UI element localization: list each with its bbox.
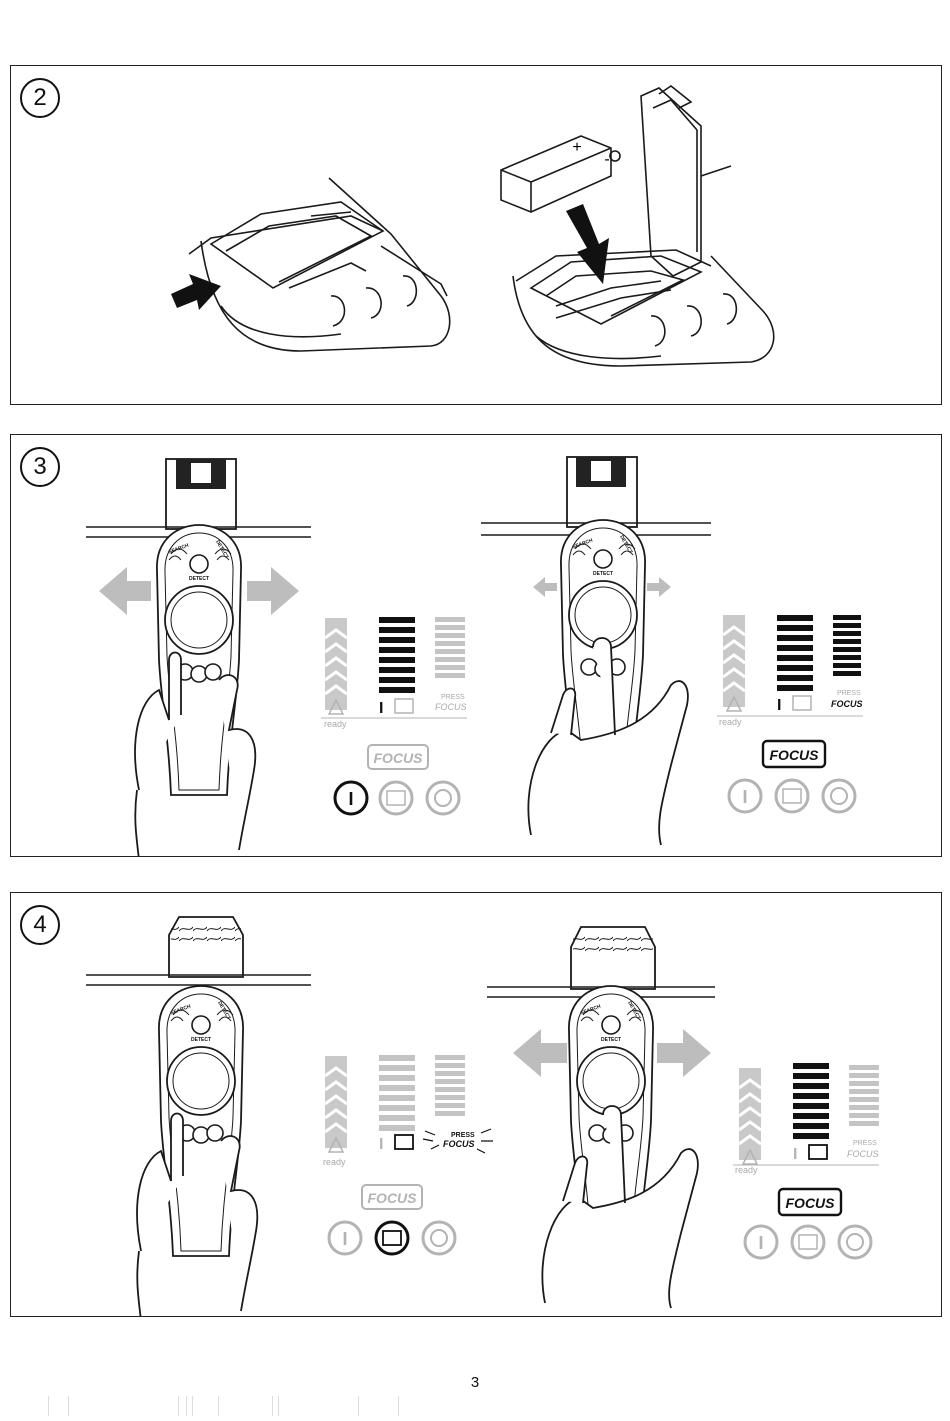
metal-stud-right (481, 456, 711, 536)
display-legend-right: I ready PRESS FOCUS (717, 613, 863, 727)
focus-button-inactive: FOCUS (367, 744, 429, 770)
ready-label-right-4: ready (735, 1165, 758, 1175)
step-2-panel: 2 (10, 65, 942, 405)
focus-button-inactive-4: FOCUS (361, 1184, 423, 1210)
display-legend-right-4: I ready PRESS FOCUS (733, 1063, 879, 1175)
svg-text:I: I (758, 1233, 763, 1253)
battery-plus-symbol: + (572, 139, 581, 156)
power-button-inactive-right-4 (837, 1224, 873, 1260)
svg-text:FOCUS: FOCUS (786, 1195, 836, 1211)
brand-label: DETECT (593, 571, 613, 577)
pressing-hand-right (527, 637, 689, 846)
battery-install-illustration: + - (171, 85, 775, 367)
svg-text:I: I (342, 1229, 347, 1249)
svg-text:I: I (742, 787, 747, 807)
small-left-arrow-icon (533, 577, 557, 597)
metal-mode-button-active: I (333, 780, 369, 816)
wood-stud-left (86, 916, 311, 986)
ready-label: ready (324, 719, 347, 729)
wood-mode-button-active (374, 1220, 410, 1256)
press-label-4: PRESS (451, 1132, 475, 1139)
power-button-inactive (425, 780, 461, 816)
svg-text:I: I (379, 700, 383, 717)
focus-button-active: FOCUS (761, 739, 827, 769)
svg-text:I: I (379, 1136, 383, 1153)
flashing-press-focus-icon (422, 1128, 493, 1154)
metal-mode-button-inactive-right-4: I (743, 1224, 779, 1260)
display-legend-left-4: I ready PRESS FOCUS (323, 1054, 493, 1167)
brand-label: DETECT (601, 1037, 621, 1043)
push-arrow-icon (171, 274, 221, 310)
svg-text:FOCUS: FOCUS (368, 1190, 418, 1206)
step-2-badge: 2 (20, 78, 60, 118)
svg-text:FOCUS: FOCUS (374, 750, 424, 766)
scan-artifact-marks (40, 1396, 460, 1416)
brand-label: DETECT (191, 1037, 211, 1043)
display-legend-left: I ready PRESS FOCUS (321, 616, 467, 729)
move-right-arrow-icon-4 (657, 1029, 711, 1077)
step-3-panel: 3 (10, 434, 942, 857)
closed-compartment-illustration (188, 177, 451, 352)
move-right-arrow-icon (247, 567, 299, 615)
wood-mode-button-inactive-right-4 (790, 1224, 826, 1260)
brand-label: DETECT (189, 576, 209, 582)
step-4-badge: 4 (20, 905, 60, 945)
ready-label-4: ready (323, 1157, 346, 1167)
press-label: PRESS (441, 694, 465, 701)
focus-small-label-right: FOCUS (831, 699, 863, 709)
svg-text:FOCUS: FOCUS (770, 747, 820, 763)
ready-label-right: ready (719, 717, 742, 727)
wood-mode-button-inactive-right (774, 778, 810, 814)
page-number: 3 (470, 1374, 480, 1391)
pressing-hand-right-4 (541, 1105, 699, 1309)
power-button-inactive-4 (421, 1220, 457, 1256)
press-label-right: PRESS (837, 690, 861, 697)
insert-arrow-icon (566, 204, 609, 284)
move-left-arrow-icon (99, 567, 151, 615)
metal-mode-button-inactive-4: I (327, 1220, 363, 1256)
move-left-arrow-icon-4 (513, 1029, 567, 1077)
press-label-right-4: PRESS (853, 1140, 877, 1147)
metal-mode-button-inactive: I (727, 778, 763, 814)
svg-text:I: I (777, 697, 781, 714)
wood-mode-button-inactive (378, 780, 414, 816)
focus-button-active-4: FOCUS (777, 1187, 843, 1217)
step-3-badge: 3 (20, 447, 60, 487)
focus-small-label-right-4: FOCUS (847, 1149, 879, 1159)
svg-text:I: I (793, 1146, 797, 1163)
battery-minus-symbol: - (604, 151, 609, 168)
power-button-inactive-right (821, 778, 857, 814)
open-compartment-illustration (500, 85, 775, 367)
svg-text:I: I (348, 789, 353, 809)
small-right-arrow-icon (647, 577, 671, 597)
focus-small-label-4: FOCUS (443, 1139, 475, 1149)
focus-small-label: FOCUS (435, 702, 467, 712)
